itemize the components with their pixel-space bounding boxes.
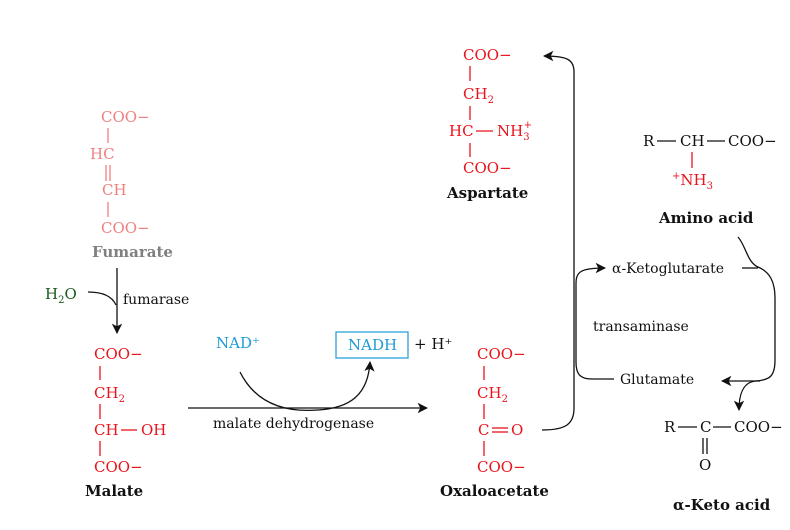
aspartate-label: Aspartate [446, 184, 528, 202]
fumarate-label: Fumarate [92, 243, 173, 261]
keto-acid-c: C [700, 418, 711, 436]
fumarate-structure: COO− HC CH COO− [90, 108, 150, 237]
oxaloacetate-coo-bottom: COO− [477, 458, 526, 476]
malate-structure: COO− CH2 CH OH COO− [94, 345, 166, 476]
transaminase-label: transaminase [593, 319, 689, 335]
keto-acid-label: α-Keto acid [673, 496, 771, 514]
aspartate-hc: HC [449, 122, 474, 140]
amino-acid-label: Amino acid [658, 209, 754, 227]
malate-dehydrogenase-label: malate dehydrogenase [213, 416, 374, 432]
oxaloacetate-c: C [478, 421, 489, 439]
glutamate-to-ketoglutarate-arrow [575, 262, 614, 380]
aspartate-coo-bottom: COO− [463, 159, 512, 177]
keto-acid-o: O [699, 456, 711, 474]
aspartate-structure: COO− CH2 HC NH3+ COO− [449, 46, 532, 177]
fumarate-ch: CH [102, 181, 127, 199]
malate-coo-top: COO− [94, 345, 143, 363]
h-plus: + H⁺ [414, 335, 452, 353]
nadh-box [335, 331, 409, 359]
keto-acid-coo: COO− [734, 418, 783, 436]
oxaloacetate-label: Oxaloacetate [440, 482, 549, 500]
nad-plus: NAD⁺ [216, 334, 260, 352]
nadh: NADH [348, 336, 397, 354]
oxaloacetate-coo-top: COO− [477, 345, 526, 363]
oxaloacetate-to-aspartate-arrow [541, 50, 575, 431]
amino-acid-structure: R CH COO− +NH3 [643, 132, 777, 192]
amino-acid-to-keto-acid-arrow [733, 236, 776, 412]
amino-acid-nh3: +NH3 [672, 171, 713, 192]
alpha-ketoglutarate-label: α-Ketoglutarate [612, 261, 724, 277]
oxaloacetate-structure: COO− CH2 C O COO− [477, 345, 526, 476]
fumarate-coo-bottom: COO− [101, 219, 150, 237]
oxaloacetate-o: O [511, 421, 523, 439]
amino-acid-ch: CH [680, 132, 705, 150]
fumarate-coo-top: COO− [101, 108, 150, 126]
amino-acid-coo: COO− [728, 132, 777, 150]
nad-to-nadh-curve [239, 360, 375, 412]
aspartate-ch2: CH2 [463, 85, 494, 106]
keto-acid-structure: R C COO− O [664, 418, 783, 474]
amino-acid-r: R [643, 132, 655, 150]
water-label: H2O [45, 285, 77, 306]
glutamate-label: Glutamate [620, 372, 694, 388]
malate-oh: OH [141, 421, 166, 439]
fumarate-hc: HC [90, 145, 115, 163]
malate-ch2: CH2 [94, 384, 125, 405]
aspartate-coo-top: COO− [463, 46, 512, 64]
aspartate-nh3: NH3+ [497, 120, 532, 143]
water-entry-curve [87, 291, 117, 306]
keto-acid-r: R [664, 418, 676, 436]
malate-ch: CH [94, 421, 119, 439]
fumarase-label: fumarase [123, 292, 189, 308]
malate-coo-bottom: COO− [94, 458, 143, 476]
malate-label: Malate [85, 482, 143, 500]
oxaloacetate-ch2: CH2 [477, 384, 508, 405]
